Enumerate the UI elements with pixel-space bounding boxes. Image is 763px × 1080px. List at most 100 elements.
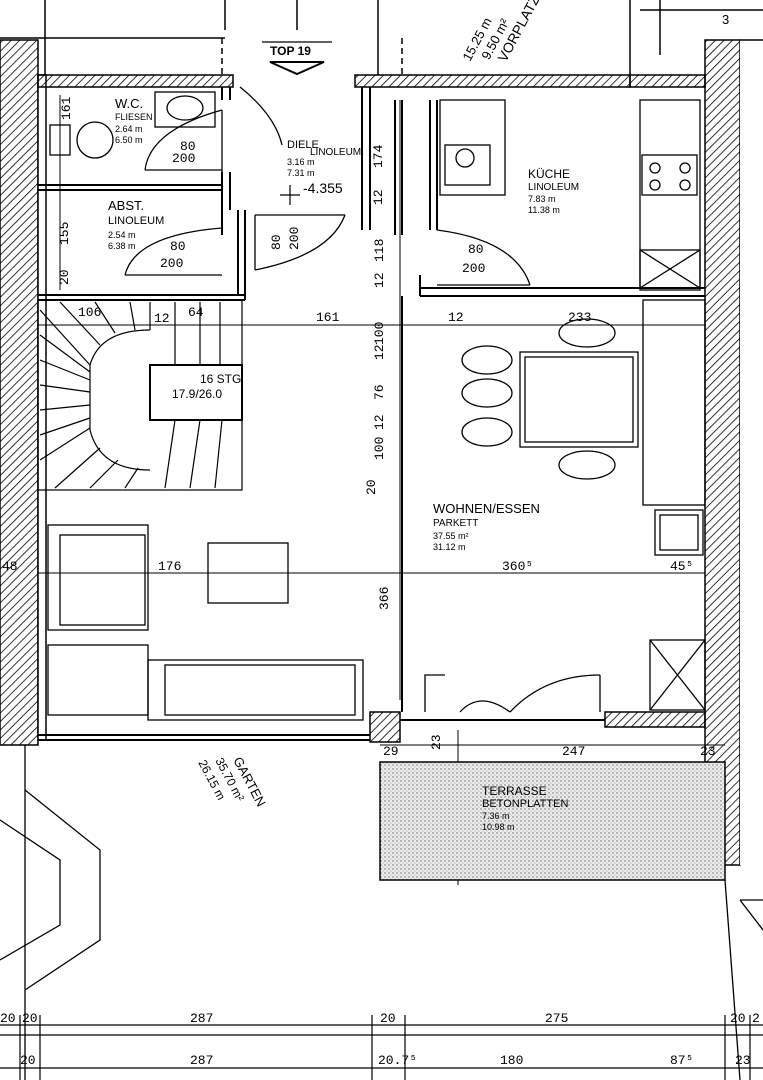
stairs-steps: 16 STG [200, 372, 241, 386]
dim-76: 76 [372, 384, 387, 400]
row2-4: 87⁵ [670, 1053, 693, 1068]
wohnen-floor: PARKETT [433, 518, 478, 529]
wc-door: 80 200 [144, 109, 223, 172]
wohnen-area2: 31.12 m [433, 542, 466, 552]
dimension-texts: 161 155 20 174 12 118 12 106 12 64 161 1… [2, 96, 716, 825]
abst-door-h: 200 [160, 256, 183, 271]
abst-area2: 6.38 m [108, 241, 136, 251]
kueche-name: KÜCHE [528, 167, 570, 181]
wohnen-name: WOHNEN/ESSEN [433, 501, 540, 516]
dim-100a: 100 [372, 322, 387, 345]
diele-door-w: 80 [269, 234, 284, 250]
diele-area1: 3.16 m [287, 157, 315, 167]
garden [0, 745, 763, 1080]
garten-label: GARTEN 35.70 m² 26.15 m [196, 754, 269, 809]
dim-12a: 12 [371, 189, 386, 205]
dim-161b: 161 [316, 310, 340, 325]
kueche-floor: LINOLEUM [528, 182, 579, 193]
abst-floor: LINOLEUM [108, 215, 164, 227]
wc-name: W.C. [115, 96, 143, 111]
dim-row-1: 20 20 287 20 275 20 2 [0, 1011, 760, 1026]
dim-155: 155 [57, 222, 72, 245]
dim-360: 360⁵ [502, 559, 533, 574]
wc-floor: FLIESEN [115, 112, 153, 122]
row2-3: 180 [500, 1053, 523, 1068]
living-furniture [47, 299, 706, 721]
dim-48: 48 [2, 559, 18, 574]
entrance-door: 80 200 [239, 86, 346, 271]
dim-118: 118 [372, 239, 387, 262]
row2-0: 20 [20, 1053, 36, 1068]
bottom-dimension-chain [0, 1024, 763, 1069]
wc-door-h: 200 [172, 151, 195, 166]
diele-door-h: 200 [287, 227, 302, 250]
dim-366: 366 [377, 587, 392, 610]
diele-label: DIELE LINOLEUM 3.16 m 7.31 m -4.355 [280, 139, 361, 205]
dim-161a: 161 [59, 96, 74, 120]
dim-45: 45⁵ [670, 559, 693, 574]
wc-area2: 6.50 m [115, 135, 143, 145]
wc-label: W.C. FLIESEN 2.64 m 6.50 m [115, 96, 153, 145]
diele-name: DIELE [287, 139, 319, 151]
abst-label: ABST. LINOLEUM 2.54 m 6.38 m [108, 198, 164, 251]
dim-100b: 100 [372, 437, 387, 460]
dim-12d: 12 [448, 310, 464, 325]
row1-6: 2 [752, 1011, 760, 1026]
dim-247: 247 [562, 744, 585, 759]
dim-176: 176 [158, 559, 181, 574]
dim-174: 174 [371, 144, 386, 168]
terrasse-name: TERRASSE [482, 784, 547, 798]
unit-tag: TOP 19 [270, 44, 311, 58]
kitchen-fixtures [439, 99, 701, 291]
wc-door-w: 80 [180, 139, 196, 154]
diele-floor: LINOLEUM [310, 147, 361, 158]
row1-5: 20 [730, 1011, 746, 1026]
row2-5: 23 [735, 1053, 751, 1068]
diele-level: -4.355 [303, 180, 343, 196]
dim-12e: 12 [372, 344, 387, 360]
kitchen-label: KÜCHE LINOLEUM 7.83 m 11.38 m [528, 167, 579, 215]
unit-marker: TOP 19 [262, 41, 332, 76]
row2-2: 20.7⁵ [378, 1053, 417, 1068]
dim-29: 29 [383, 744, 399, 759]
neighbour-lines [0, 0, 763, 75]
dim-23b: 23 [700, 744, 716, 759]
page-number: 3 [722, 12, 729, 27]
dim-233: 233 [568, 310, 591, 325]
dim-12f: 12 [372, 414, 387, 430]
kueche-door-h: 200 [462, 261, 485, 276]
kitchen-door: 80 200 [436, 229, 531, 286]
dim-20b: 20 [364, 479, 379, 495]
dim-23a: 23 [429, 734, 444, 750]
outer-walls [0, 39, 763, 866]
row1-2: 287 [190, 1011, 213, 1026]
chain-ticks [19, 1015, 751, 1080]
terrace: TERRASSE BETONPLATTEN 7.36 m 10.98 m [379, 761, 726, 881]
dim-106: 106 [78, 305, 101, 320]
dimension-lines [38, 95, 725, 885]
abst-door: 80 200 [124, 227, 223, 276]
vorplatz-label: 15.25 m 9.50 m² VORPLATZ [459, 0, 542, 64]
wc-area1: 2.64 m [115, 124, 143, 134]
diele-area2: 7.31 m [287, 168, 315, 178]
dim-12b: 12 [372, 272, 387, 288]
kueche-area2: 11.38 m [528, 205, 560, 215]
kueche-door-w: 80 [468, 242, 484, 257]
dim-20a: 20 [57, 269, 72, 285]
interior-walls [38, 87, 705, 741]
abst-area1: 2.54 m [108, 230, 136, 240]
wohnen-area1: 37.55 m² [433, 531, 469, 541]
abst-name: ABST. [108, 198, 144, 213]
stairs [37, 299, 243, 491]
terrasse-floor: BETONPLATTEN [482, 798, 568, 810]
kueche-area1: 7.83 m [528, 194, 556, 204]
row1-1: 20 [22, 1011, 38, 1026]
dim-row-2: 20 287 20.7⁵ 180 87⁵ 23 [20, 1053, 751, 1068]
wohnen-label: WOHNEN/ESSEN PARKETT 37.55 m² 31.12 m [433, 501, 540, 552]
terrasse-area2: 10.98 m [482, 822, 515, 832]
terrasse-area1: 7.36 m [482, 811, 510, 821]
row1-0: 20 [0, 1011, 16, 1026]
abst-door-w: 80 [170, 239, 186, 254]
stairs-ratio: 17.9/26.0 [172, 387, 222, 401]
